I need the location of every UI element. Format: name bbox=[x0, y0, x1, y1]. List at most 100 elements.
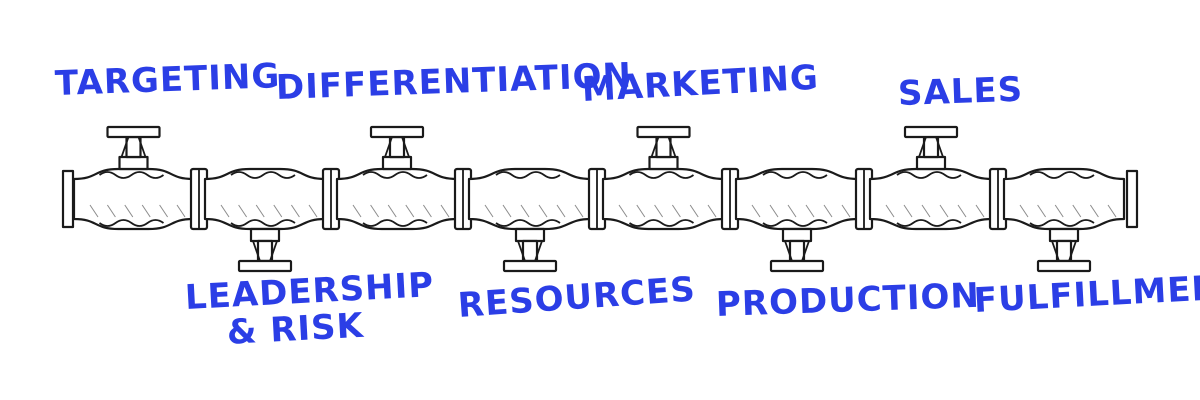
valve-stem bbox=[125, 135, 142, 159]
valve-handle bbox=[237, 259, 293, 273]
pipe-hatch bbox=[422, 204, 432, 218]
pipe-hatch bbox=[484, 204, 494, 218]
valve-stem bbox=[388, 135, 406, 159]
valve-handle bbox=[502, 259, 558, 273]
pipe-seam bbox=[628, 171, 695, 179]
pipe-hatch bbox=[405, 204, 415, 218]
pipe-hatch bbox=[975, 204, 985, 218]
pipe-seam bbox=[896, 219, 962, 227]
pipe-seam bbox=[230, 171, 296, 179]
valve-leg bbox=[650, 136, 660, 158]
pipe-hatch bbox=[1019, 204, 1029, 218]
valve-stem bbox=[788, 239, 806, 263]
pipe-hatch bbox=[440, 204, 450, 218]
pipe-hatch bbox=[352, 204, 362, 218]
pipe-hatch bbox=[618, 204, 628, 218]
valve-leg bbox=[667, 136, 677, 158]
valve-leg bbox=[918, 136, 927, 158]
pipe-hatch bbox=[538, 204, 548, 218]
valve-stem bbox=[655, 135, 672, 159]
pipe-hatch bbox=[885, 204, 895, 218]
pipe-seam bbox=[495, 171, 561, 179]
pipe-hatch bbox=[823, 204, 833, 218]
pipe-hatch bbox=[273, 204, 283, 218]
valve-stem bbox=[1055, 239, 1073, 263]
pipe-seam bbox=[362, 219, 428, 227]
pipe-hatch bbox=[220, 204, 230, 218]
pipe-hatch bbox=[957, 204, 967, 218]
valve-leg bbox=[384, 136, 393, 158]
stage-label-sales: SALES bbox=[897, 69, 1024, 114]
pipe-seam bbox=[762, 171, 828, 179]
pipe-hatch bbox=[290, 204, 300, 218]
valve-bonnet bbox=[915, 155, 947, 171]
valve-stem bbox=[521, 239, 539, 263]
valve-leg bbox=[1051, 240, 1060, 262]
pipe-hatch bbox=[654, 204, 664, 218]
valve-handle bbox=[1036, 259, 1092, 273]
pipe-hatch bbox=[707, 204, 717, 218]
stage-label-targeting: TARGETING bbox=[54, 56, 281, 104]
pipe-hatch bbox=[805, 204, 815, 218]
pipe-hatch bbox=[939, 204, 949, 218]
valve-bonnet bbox=[118, 155, 149, 171]
valve-leg bbox=[269, 240, 278, 262]
pipe-hatch bbox=[1107, 204, 1117, 218]
valve-leg bbox=[137, 136, 147, 158]
pipe-hatch bbox=[841, 204, 851, 218]
pipe-end-cap bbox=[61, 169, 75, 229]
valve-bonnet bbox=[249, 227, 281, 243]
valve-leg bbox=[534, 240, 543, 262]
pipe-hatch bbox=[787, 204, 797, 218]
pipe-hatch bbox=[106, 204, 116, 218]
pipe-seam bbox=[230, 219, 296, 227]
valve-bonnet bbox=[781, 227, 813, 243]
valve-leg bbox=[401, 136, 410, 158]
pipe-seam bbox=[762, 219, 828, 227]
pipe-hatch bbox=[159, 204, 169, 218]
pipe-hatch bbox=[636, 204, 646, 218]
pipe-hatch bbox=[769, 204, 779, 218]
pipe-segment bbox=[72, 167, 195, 231]
pipe-hatch bbox=[238, 204, 248, 218]
valve-leg bbox=[517, 240, 526, 262]
pipe-hatch bbox=[255, 204, 265, 218]
pipe-hatch bbox=[903, 204, 913, 218]
valve-bonnet bbox=[1048, 227, 1080, 243]
valve-leg bbox=[801, 240, 810, 262]
pipe-segment bbox=[868, 167, 994, 231]
pipe-segment bbox=[601, 167, 726, 231]
pipe-hatch bbox=[502, 204, 512, 218]
pipe-hatch bbox=[1089, 204, 1099, 218]
pipe-segment bbox=[467, 167, 593, 231]
valve-leg bbox=[252, 240, 261, 262]
pipe-hatch bbox=[387, 204, 397, 218]
pipe-hatch bbox=[751, 204, 761, 218]
pipe-seam bbox=[362, 171, 428, 179]
pipe-hatch bbox=[141, 204, 151, 218]
pipe-hatch bbox=[689, 204, 699, 218]
stage-label-leadership-risk: LEADERSHIP& RISK bbox=[184, 265, 437, 353]
pipe-hatch bbox=[671, 204, 681, 218]
valve-handle bbox=[636, 125, 691, 139]
pipe-segment bbox=[1002, 167, 1126, 231]
valve-stem bbox=[922, 135, 940, 159]
pipe-segment bbox=[734, 167, 860, 231]
pipe-seam bbox=[98, 219, 165, 227]
pipe-hatch bbox=[370, 204, 380, 218]
pipe-hatch bbox=[556, 204, 566, 218]
valve-bonnet bbox=[648, 155, 679, 171]
pipe-hatch bbox=[574, 204, 584, 218]
pipe-hatch bbox=[921, 204, 931, 218]
pipe-segment bbox=[335, 167, 459, 231]
valve-stem bbox=[256, 239, 274, 263]
valve-handle bbox=[106, 125, 161, 139]
pipe-hatch bbox=[1037, 204, 1047, 218]
pipe-seam bbox=[1029, 171, 1095, 179]
pipeline bbox=[61, 125, 1139, 273]
pipe-hatch bbox=[1072, 204, 1082, 218]
pipe-segment bbox=[203, 167, 327, 231]
pipe-hatch bbox=[176, 204, 186, 218]
valve-handle bbox=[369, 125, 425, 139]
